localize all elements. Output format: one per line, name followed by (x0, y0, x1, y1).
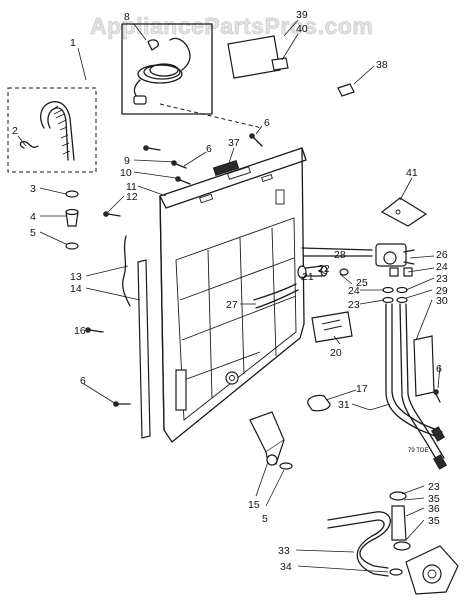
fill-hoses (385, 303, 448, 470)
callout-23: 23 (348, 299, 360, 311)
power-cord-icon (133, 79, 141, 99)
callout-26: 26 (436, 249, 448, 261)
power-cord-kit-box (121, 23, 213, 115)
callout-6: 6 (264, 117, 270, 129)
callout-39: 39 (296, 9, 308, 21)
callout-36: 36 (428, 503, 440, 515)
callout-35: 35 (428, 515, 440, 527)
label-plate (212, 159, 240, 177)
callout-10: 10 (120, 167, 132, 179)
rear-panel (159, 147, 307, 443)
callout-25: 25 (356, 277, 368, 289)
callout-35: 35 (428, 493, 440, 505)
callout-12: 12 (126, 191, 138, 203)
inlet-washer (339, 268, 349, 276)
callout-8: 8 (124, 11, 130, 23)
screw-icon (147, 147, 161, 151)
drain-hose-kit-box (7, 87, 97, 173)
watermark: AppliancePartsPros.com (90, 13, 373, 39)
callout-21: 21 (302, 271, 314, 283)
callout-16: 16 (74, 325, 86, 337)
callout-41: 41 (406, 167, 418, 179)
callout-24: 24 (348, 285, 360, 297)
callout-5: 5 (262, 513, 268, 525)
hose-bracket (413, 335, 435, 397)
callout-23: 23 (428, 481, 440, 493)
callout-29: 29 (436, 285, 448, 297)
grommet-part (307, 394, 331, 412)
callout-27: 27 (226, 299, 238, 311)
callout-28: 28 (334, 249, 346, 261)
ground-wire (122, 235, 131, 307)
hose-fittings (65, 190, 79, 250)
callout-5: 5 (30, 227, 36, 239)
callout-3: 3 (30, 183, 36, 195)
trim-strip (137, 259, 151, 439)
callout-24: 24 (436, 261, 448, 273)
drain-hose-icon (40, 101, 75, 161)
clamp-ring-icon (65, 242, 79, 250)
valve-washers (382, 286, 408, 304)
plug-icon (133, 95, 147, 105)
cover-plate (227, 35, 289, 79)
pressure-switch (311, 311, 353, 343)
water-valve (375, 243, 415, 277)
callout-37: 37 (228, 137, 240, 149)
callout-1: 1 (70, 37, 76, 49)
callout-4: 4 (30, 211, 36, 223)
clip-part (337, 83, 355, 97)
callout-numbers: 1 2 3 4 5 8 39 40 38 6 6 9 10 11 12 37 4… (12, 9, 448, 573)
callout-15: 15 (248, 499, 260, 511)
figure-code: 79 TOE (408, 448, 428, 454)
callout-13: 13 (70, 271, 82, 283)
callout-34: 34 (280, 561, 292, 573)
panel-hole (225, 371, 239, 385)
callout-6: 6 (80, 375, 86, 387)
siphon-hose (253, 283, 299, 309)
callout-9: 9 (124, 155, 130, 167)
callout-22: 22 (318, 263, 330, 275)
panel-slot (175, 369, 187, 411)
inlet-clamp (297, 265, 328, 279)
washer-icon (65, 190, 79, 198)
callout-2: 2 (12, 125, 18, 137)
callout-38: 38 (376, 59, 388, 71)
drain-hose-assembly (327, 491, 459, 595)
hose-clamp-icon (19, 140, 39, 149)
clamp-ring (279, 462, 293, 470)
callout-6: 6 (206, 143, 212, 155)
callout-20: 20 (330, 347, 342, 359)
leader-lines (17, 19, 441, 573)
shipping-bracket (380, 197, 428, 227)
callout-33: 33 (278, 545, 290, 557)
callout-11: 11 (126, 181, 137, 193)
callout-14: 14 (70, 283, 82, 295)
callout-17: 17 (356, 383, 368, 395)
pump-cover (249, 411, 285, 466)
callout-30: 30 (436, 295, 448, 307)
callout-40: 40 (296, 23, 308, 35)
callout-23: 23 (436, 273, 448, 285)
callout-31: 31 (338, 399, 350, 411)
callout-6: 6 (436, 363, 442, 375)
cord-clip-icon (147, 39, 159, 51)
